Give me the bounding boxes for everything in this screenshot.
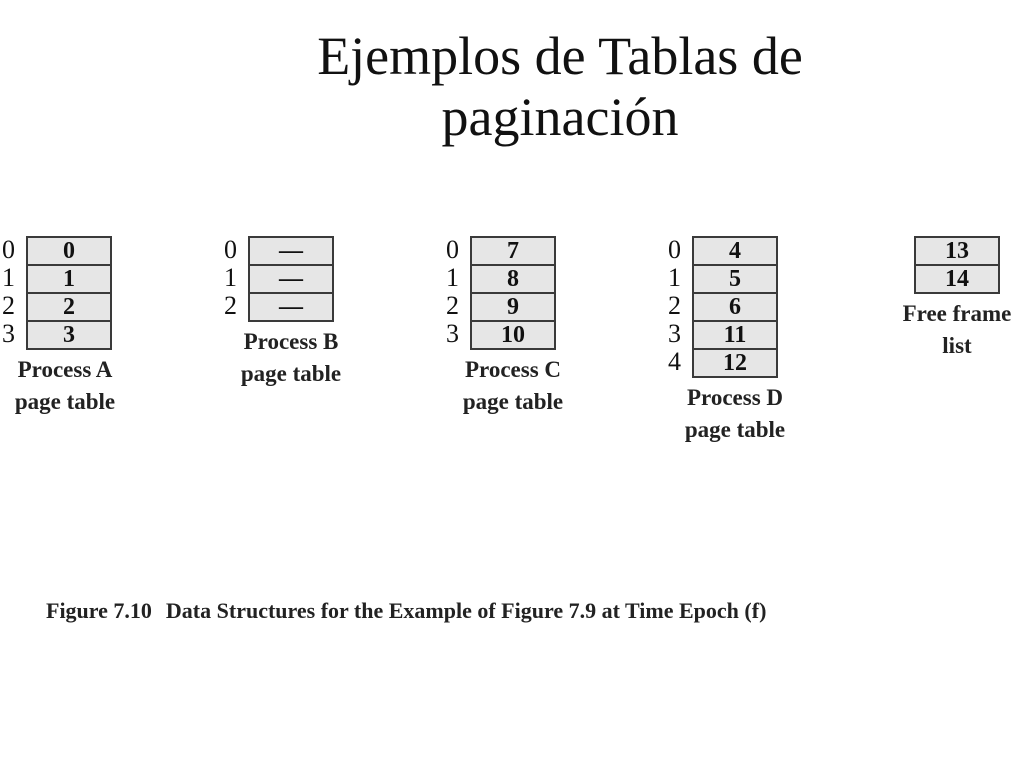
caption-line-1: Free frame (902, 301, 1012, 326)
frame-cell: — (248, 236, 334, 266)
page-number: 3 (668, 319, 681, 348)
page-number: 2 (446, 291, 459, 320)
frame-cell: 2 (26, 292, 112, 322)
caption-line-2: page table (240, 361, 342, 386)
slide-title: Ejemplos de Tablas de paginación (240, 26, 880, 148)
caption-line-1: Process C (464, 357, 562, 382)
page-number: 1 (668, 263, 681, 292)
frame-cell: 9 (470, 292, 556, 322)
frame-cell: 3 (26, 320, 112, 350)
figure-label: Figure 7.10 (46, 598, 152, 623)
page-number: 3 (2, 319, 15, 348)
frame-cell: 7 (470, 236, 556, 266)
page-number: 2 (668, 291, 681, 320)
frame-cell: — (248, 292, 334, 322)
caption-line-1: Process D (686, 385, 784, 410)
process-d-caption: Process D page table (660, 382, 810, 446)
frame-cell: 0 (26, 236, 112, 266)
caption-line-2: list (942, 333, 972, 358)
process-a-caption: Process A page table (0, 354, 140, 418)
frame-cell: 6 (692, 292, 778, 322)
page-number: 1 (446, 263, 459, 292)
process-c-caption: Process C page table (438, 354, 588, 418)
frame-cell: 1 (26, 264, 112, 294)
frame-cell: 8 (470, 264, 556, 294)
page-number: 1 (2, 263, 15, 292)
slide-title-line-2: paginación (441, 87, 679, 147)
page-number: 2 (2, 291, 15, 320)
caption-line-2: page table (684, 417, 786, 442)
page-number: 1 (224, 263, 237, 292)
frame-cell: 10 (470, 320, 556, 350)
caption-line-2: page table (462, 389, 564, 414)
frame-cell: 11 (692, 320, 778, 350)
page-number: 0 (2, 235, 15, 264)
page-number: 4 (668, 347, 681, 376)
process-b-caption: Process B page table (216, 326, 366, 390)
free-frame-cell: 13 (914, 236, 1000, 266)
caption-line-1: Process B (243, 329, 339, 354)
free-frame-cell: 14 (914, 264, 1000, 294)
page-number: 0 (224, 235, 237, 264)
frame-cell: 4 (692, 236, 778, 266)
page-number: 0 (668, 235, 681, 264)
frame-cell: 5 (692, 264, 778, 294)
caption-line-2: page table (14, 389, 116, 414)
page-number: 3 (446, 319, 459, 348)
figure-caption-text: Data Structures for the Example of Figur… (165, 598, 767, 623)
slide-title-line-1: Ejemplos de Tablas de (317, 26, 803, 86)
page-number: 0 (446, 235, 459, 264)
figure-caption: Figure 7.10 Data Structures for the Examp… (46, 596, 986, 626)
caption-line-1: Process A (17, 357, 113, 382)
frame-cell: 12 (692, 348, 778, 378)
free-frame-caption: Free frame list (889, 298, 1024, 362)
frame-cell: — (248, 264, 334, 294)
page-number: 2 (224, 291, 237, 320)
